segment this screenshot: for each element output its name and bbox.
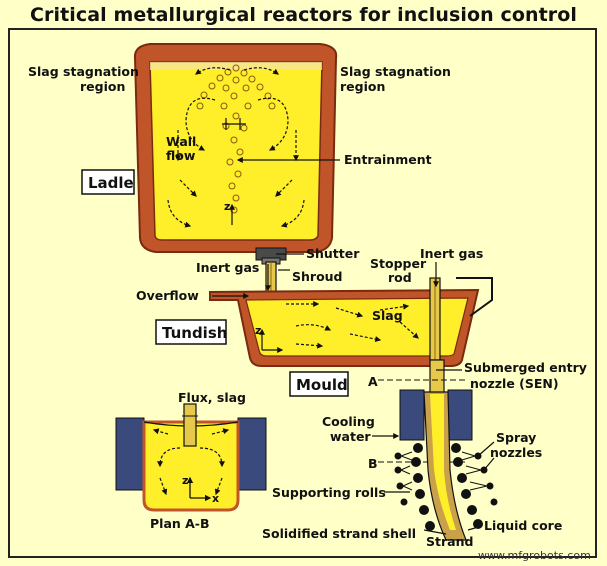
label-cooling-water-2: water — [330, 429, 371, 444]
label-inert-gas-right: Inert gas — [420, 246, 483, 261]
label-strand: Strand — [426, 534, 473, 549]
label-sen-1: Submerged entry — [464, 360, 587, 375]
leader-lines — [212, 157, 495, 535]
label-shroud: Shroud — [292, 269, 343, 284]
stopper-rod — [429, 277, 441, 361]
label-supporting-rolls: Supporting rolls — [272, 485, 386, 500]
label-spray-nozzles-1: Spray — [496, 430, 536, 445]
label-cooling-water-1: Cooling — [322, 414, 375, 429]
label-spray-nozzles-2: nozzles — [490, 445, 542, 460]
supporting-rolls — [411, 443, 483, 531]
label-sen-2: nozzle (SEN) — [470, 376, 559, 391]
label-entrainment: Entrainment — [344, 152, 432, 167]
label-tundish-axis-z: z — [255, 324, 261, 337]
strand — [423, 391, 467, 541]
diagram-frame — [8, 28, 597, 558]
ladle-flow-arrows — [167, 67, 305, 228]
label-stopper-rod-1: Stopper — [370, 256, 427, 271]
ladle-vessel — [133, 43, 338, 253]
watermark: www.mfgrobots.com — [478, 549, 591, 562]
plan-flow-arrows — [152, 428, 230, 496]
label-shutter: Shutter — [306, 246, 360, 261]
plan-axes — [186, 476, 212, 502]
label-ladle-axis-z: z — [224, 200, 230, 213]
label-plan-ab: Plan A-B — [150, 516, 210, 531]
label-ladle: Ladle — [88, 174, 134, 192]
tundish-lid-hook — [456, 277, 493, 317]
label-slag-stagnation-left-2: region — [80, 79, 125, 94]
mould-label-box — [289, 371, 349, 397]
label-wall-flow-2: flow — [166, 148, 196, 163]
label-slag-stagnation-right-2: region — [340, 79, 385, 94]
label-axis-x: x — [212, 492, 219, 505]
plan-ab-view — [115, 403, 267, 512]
label-inert-gas-left: Inert gas — [196, 260, 259, 275]
label-section-b: B — [368, 456, 378, 471]
label-stopper-rod-2: rod — [388, 270, 412, 285]
label-section-a: A — [368, 374, 378, 389]
ladle-label-box — [81, 169, 135, 195]
label-slag: Slag — [372, 308, 403, 323]
label-mould: Mould — [296, 376, 348, 394]
tundish-vessel — [209, 288, 480, 367]
spray-nozzles — [394, 451, 498, 506]
label-flux-slag: Flux, slag — [178, 390, 246, 405]
label-solidified-shell: Solidified strand shell — [262, 526, 416, 541]
tundish-z-axis — [259, 328, 284, 353]
label-slag-stagnation-left-1: Slag stagnation — [28, 64, 139, 79]
tundish-flow-arrows — [286, 301, 419, 349]
label-overflow: Overflow — [136, 288, 199, 303]
label-liquid-core: Liquid core — [484, 518, 562, 533]
label-slag-stagnation-right-1: Slag stagnation — [340, 64, 451, 79]
mould-blocks — [399, 389, 473, 441]
label-axis-z: z — [182, 474, 188, 487]
label-wall-flow-1: Wall — [166, 134, 196, 149]
label-tundish: Tundish — [162, 324, 227, 342]
diagram-title: Critical metallurgical reactors for incl… — [29, 4, 578, 26]
tundish-label-box — [155, 319, 227, 345]
slag-eye-marker — [222, 118, 246, 130]
